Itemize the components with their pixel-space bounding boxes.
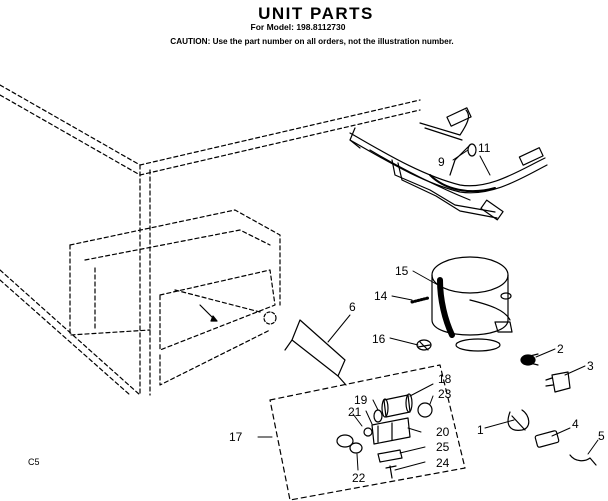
diagram-code: C5 (28, 457, 40, 467)
callout-23: 23 (438, 387, 452, 401)
callout-14: 14 (374, 289, 388, 303)
callout-4: 4 (572, 417, 579, 431)
callout-25: 25 (436, 440, 450, 454)
callout-22: 22 (352, 471, 366, 485)
page-title: UNIT PARTS (258, 4, 374, 23)
relay-kit-outline (269, 364, 466, 501)
callout-3: 3 (587, 359, 594, 373)
callout-11: 11 (478, 141, 491, 155)
callout-9: 9 (438, 155, 445, 169)
callout-6: 6 (349, 300, 356, 314)
callout-1: 1 (477, 423, 484, 437)
callout-21: 21 (348, 405, 362, 419)
cabinet-housing (0, 84, 421, 396)
small-parts (507, 353, 597, 466)
callout-leaders (257, 149, 599, 471)
callout-24: 24 (436, 456, 450, 470)
terminal-parts (410, 296, 432, 351)
callout-19: 19 (354, 393, 368, 407)
model-number: For Model: 198.8112730 (250, 22, 346, 32)
callout-5: 5 (598, 429, 605, 443)
callout-2: 2 (557, 342, 564, 356)
callout-16: 16 (372, 332, 386, 346)
callout-15: 15 (395, 264, 409, 278)
callout-20: 20 (436, 425, 450, 439)
callout-17: 17 (229, 430, 243, 444)
caution-note: CAUTION: Use the part number on all orde… (170, 37, 454, 46)
drier-tube (284, 319, 347, 386)
wiring-harness (349, 107, 548, 221)
compressor (431, 256, 513, 352)
callout-labels: 11 9 15 14 16 6 2 3 1 4 5 17 18 23 19 21… (229, 141, 605, 485)
callout-18: 18 (438, 372, 452, 386)
